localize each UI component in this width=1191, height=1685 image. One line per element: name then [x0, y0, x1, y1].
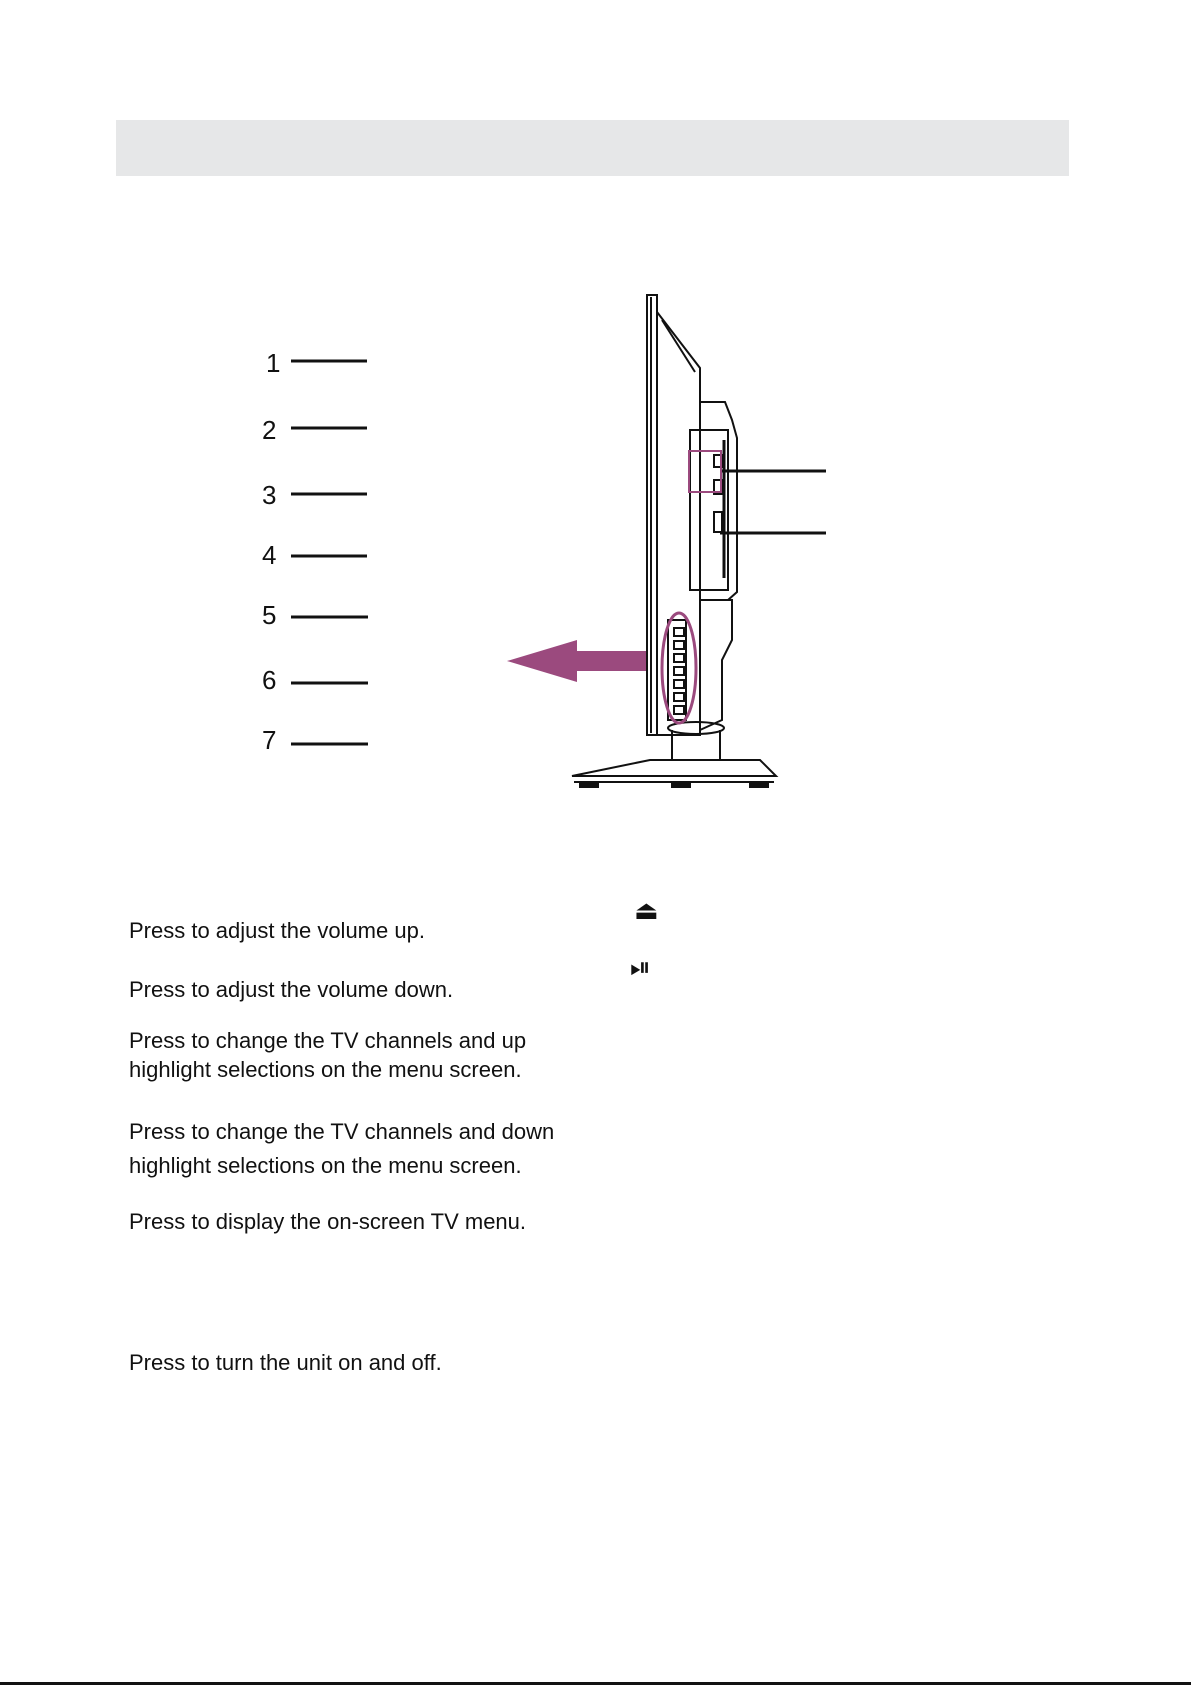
tv-side-view — [571, 294, 779, 788]
description-line: Press to turn the unit on and off. — [129, 1350, 442, 1375]
description-volume-up: Press to adjust the volume up. — [129, 916, 425, 945]
footer-rule — [0, 1682, 1191, 1685]
description-line: Press to change the TV channels and down — [129, 1119, 555, 1144]
description-channel-down: Press to change the TV channels and down… — [129, 1115, 554, 1183]
callout-group: 1 2 3 4 5 6 7 — [262, 348, 368, 755]
side-button-strip — [667, 619, 687, 721]
callout-number-3: 3 — [262, 480, 276, 510]
disc-buttons-highlight — [688, 450, 722, 493]
play-pause-icon: ⏯ — [630, 953, 651, 983]
header-band — [116, 120, 1069, 176]
eject-icon: ⏏ — [634, 896, 659, 926]
description-line: Press to adjust the volume down. — [129, 977, 454, 1002]
callout-number-5: 5 — [262, 600, 276, 630]
callout-number-6: 6 — [262, 665, 276, 695]
description-line: Press to change the TV channels and up — [129, 1028, 527, 1053]
callout-number-2: 2 — [262, 415, 276, 445]
description-line: highlight selections on the menu screen. — [129, 1153, 522, 1178]
description-power: Press to turn the unit on and off. — [129, 1348, 442, 1377]
description-line: highlight selections on the menu screen. — [129, 1057, 522, 1082]
description-volume-down: Press to adjust the volume down. — [129, 975, 453, 1004]
callout-number-7: 7 — [262, 725, 276, 755]
callout-number-4: 4 — [262, 540, 276, 570]
side-buttons-highlight — [660, 611, 698, 725]
description-channel-up: Press to change the TV channels and up h… — [129, 1026, 526, 1084]
description-menu: Press to display the on-screen TV menu. — [129, 1207, 526, 1236]
callout-number-1: 1 — [266, 348, 280, 378]
tv-side-diagram: 1 2 3 4 5 6 7 — [262, 294, 826, 788]
description-line: Press to display the on-screen TV menu. — [129, 1209, 527, 1234]
direction-arrow — [507, 640, 646, 682]
description-line: Press to adjust the volume up. — [129, 918, 425, 943]
